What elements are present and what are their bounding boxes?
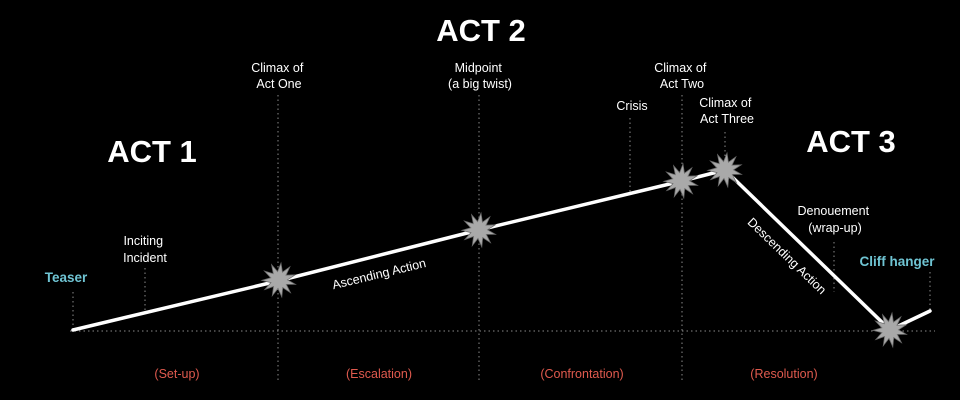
burst-climax2-icon — [662, 162, 699, 200]
act-2-heading: ACT 2 — [436, 13, 526, 48]
burst-cliffhanger-icon — [871, 311, 908, 349]
climax-act-three-label: Climax of Act Three — [699, 96, 755, 126]
act-3-heading: ACT 3 — [806, 124, 896, 159]
burst-midpoint-icon — [460, 211, 497, 249]
phase-confrontation-label: (Confrontation) — [540, 367, 623, 381]
phase-setup-label: (Set-up) — [154, 367, 199, 381]
burst-climax1-icon — [260, 261, 297, 299]
teaser-label: Teaser — [45, 270, 88, 285]
guide-lines — [70, 95, 935, 382]
burst-climax3-icon — [706, 151, 743, 189]
inciting-incident-label: Inciting Incident — [123, 234, 167, 265]
climax-act-one-label: Climax of Act One — [251, 61, 307, 91]
phase-resolution-label: (Resolution) — [750, 367, 817, 381]
climax-act-two-label: Climax of Act Two — [654, 61, 710, 91]
phase-escalation-label: (Escalation) — [346, 367, 412, 381]
act-1-heading: ACT 1 — [107, 134, 197, 169]
burst-markers — [260, 151, 908, 349]
story-arc-line — [71, 168, 932, 332]
ascending-action-label: Ascending Action — [331, 256, 428, 292]
denouement-label: Denouement (wrap-up) — [797, 204, 872, 235]
cliff-hanger-label: Cliff hanger — [859, 254, 935, 269]
midpoint-label: Midpoint (a big twist) — [448, 61, 512, 91]
crisis-label: Crisis — [616, 99, 647, 113]
